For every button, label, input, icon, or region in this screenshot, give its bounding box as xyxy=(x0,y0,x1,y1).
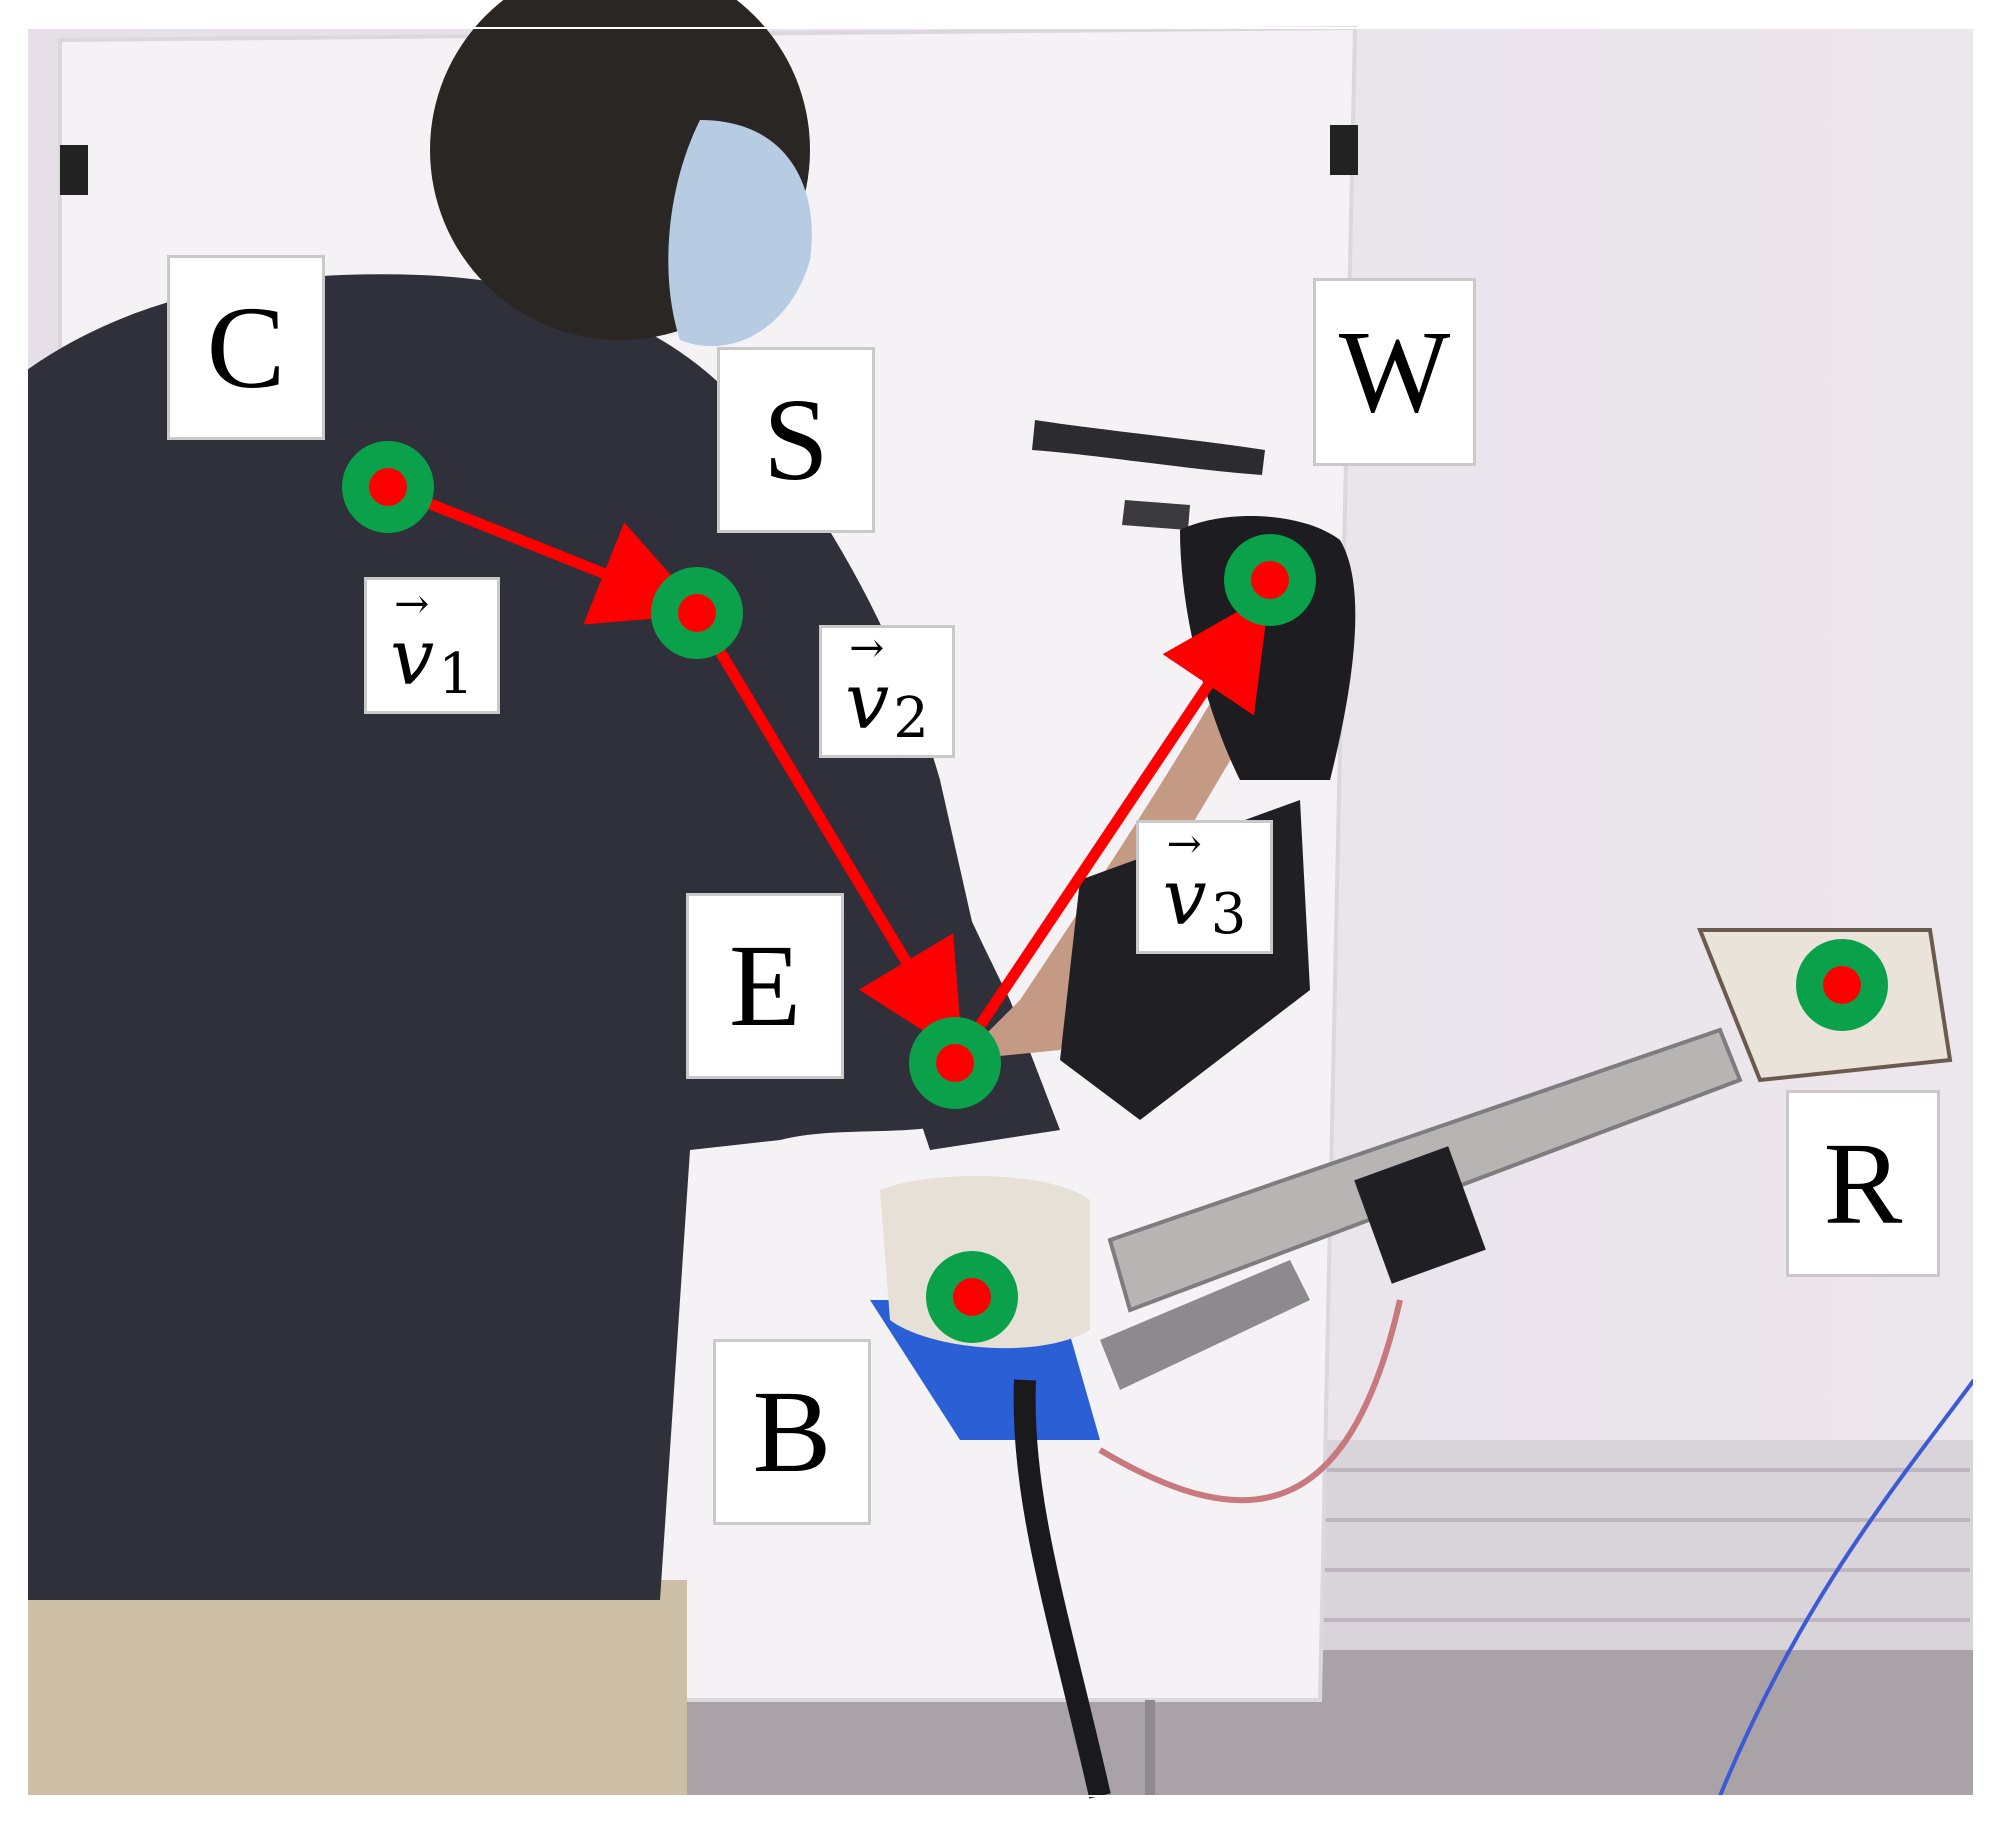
vector-arrow-accent: → xyxy=(1166,819,1202,868)
binder-clip-left xyxy=(60,145,88,195)
robot-clamp xyxy=(1354,1146,1486,1284)
marker-S xyxy=(651,567,743,659)
vector-arrow-v2 xyxy=(692,610,963,1056)
marker-W xyxy=(1224,534,1316,626)
vector-subscript: 1 xyxy=(438,642,474,707)
red-cable xyxy=(1098,1299,1403,1504)
vector-subscript: 2 xyxy=(893,686,929,751)
marker-B xyxy=(926,1251,1018,1343)
label-S: S xyxy=(717,347,875,533)
radiator-grille xyxy=(1230,1468,1970,1622)
vector-subscript: 3 xyxy=(1210,882,1247,947)
radiator xyxy=(1220,1440,1974,1650)
label-C: C xyxy=(167,255,325,440)
paint-stroke-small xyxy=(1122,500,1190,530)
upper-arm xyxy=(690,470,1060,1150)
blue-cable xyxy=(1718,1378,1976,1797)
vector-arrow-v3 xyxy=(950,593,1270,1067)
face-mask xyxy=(668,120,812,347)
vector-symbol: v xyxy=(390,613,435,703)
vector-symbol: v xyxy=(1162,853,1207,943)
label-R: R xyxy=(1786,1090,1940,1277)
vector-arrow-accent: → xyxy=(849,623,885,672)
vector-arrow-v1 xyxy=(385,481,706,625)
marker-C xyxy=(342,441,434,533)
label-W: W xyxy=(1313,278,1476,466)
black-cable xyxy=(1013,1379,1111,1799)
label-B: B xyxy=(713,1339,871,1525)
vector-arrow-accent: → xyxy=(394,579,430,628)
pants xyxy=(27,1580,687,1796)
vector-symbol: v xyxy=(845,657,890,747)
image-frame xyxy=(26,27,1975,1797)
label-E: E xyxy=(686,893,844,1079)
robot-link-lower xyxy=(1100,1260,1310,1390)
marker-E xyxy=(909,1017,1001,1109)
marker-R xyxy=(1796,939,1888,1031)
binder-clip-right xyxy=(1330,125,1358,175)
paint-stroke xyxy=(1032,420,1265,475)
